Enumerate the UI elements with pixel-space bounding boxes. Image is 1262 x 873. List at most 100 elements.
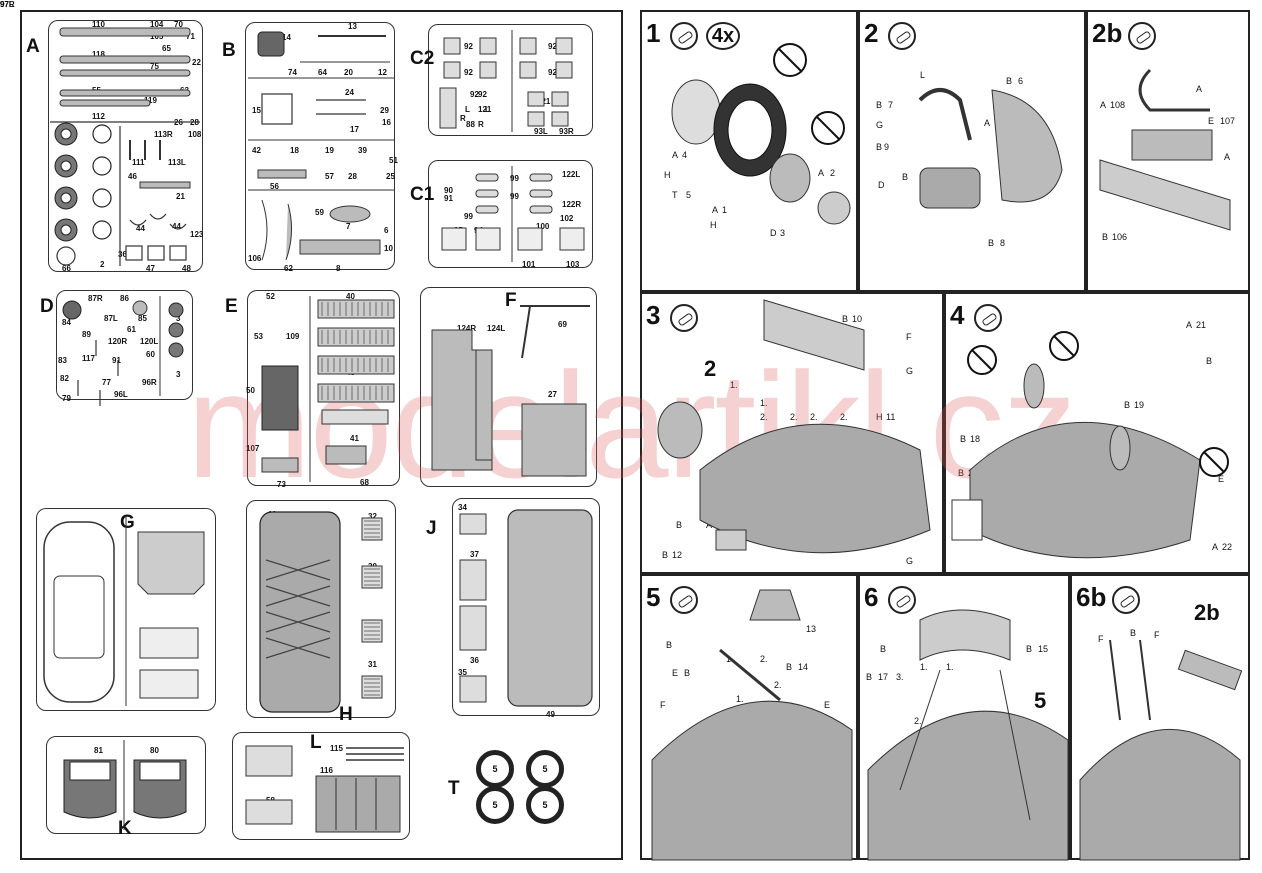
part-number-b-39: 39 [358, 146, 367, 155]
seat-part [261, 199, 268, 261]
wheel-part [168, 322, 184, 338]
step-6-number: 6 [864, 582, 879, 612]
callout-label: 2. [840, 412, 848, 422]
callout-label: H [876, 412, 883, 422]
part-number-e-41: 41 [350, 434, 359, 443]
no-glue-slash [815, 115, 841, 141]
grille-plate [763, 299, 865, 371]
hubcap-part [817, 191, 851, 225]
pipe-part [918, 88, 972, 141]
part-number-e-68: 68 [360, 478, 369, 487]
sprue-letter-h: H [339, 704, 353, 725]
grille-part [459, 605, 487, 651]
grille-part [317, 299, 395, 319]
part-number-a-112: 112 [92, 112, 105, 121]
guide-line [899, 669, 941, 791]
callout-label: L [920, 70, 926, 80]
part-number-b-8: 8 [336, 264, 341, 273]
sprue-letter-g: G [120, 512, 135, 533]
sprue-letter-f: F [505, 290, 517, 311]
window-part [519, 37, 537, 55]
part-number-d-87l: 87L [104, 314, 118, 323]
frame-part [919, 609, 1011, 661]
part-number-t-5: 5 [476, 786, 514, 824]
part-number-b-24: 24 [345, 88, 354, 97]
chassis-brace [265, 637, 331, 659]
callout-label: A [1186, 320, 1193, 330]
chassis-brace [265, 559, 331, 581]
part-number-a-66: 66 [62, 264, 71, 273]
panel-part [139, 627, 199, 659]
part-number-a-71: 71 [186, 32, 195, 41]
callout-label: 2. [914, 716, 922, 726]
part-number-a-110: 110 [92, 20, 105, 29]
part-number-d-120l: 120L [140, 337, 159, 346]
front-panel-part [137, 531, 205, 595]
part-number-t-5: 5 [476, 750, 514, 788]
callout-label: 1 [722, 205, 728, 215]
spring-part [149, 213, 167, 220]
part-number-e-50: 50 [246, 386, 255, 395]
callout-label: E [1218, 474, 1225, 484]
part-number-b-14: 14 [282, 33, 291, 42]
glue-icon [888, 22, 916, 50]
sprue-letter-l: L [310, 732, 322, 753]
callout-label: 22 [1222, 542, 1233, 552]
panel-part [245, 745, 293, 777]
part-number-c2-88: 88 [466, 120, 475, 129]
part-number-c2-92: 92 [548, 42, 557, 51]
step-3-number: 3 [646, 300, 661, 330]
callout-label: G [876, 120, 884, 130]
seat-part [285, 203, 292, 261]
callout-label: 1. [730, 380, 738, 390]
panel-part [459, 559, 487, 601]
callout-label: A [818, 168, 825, 178]
gear-part [62, 300, 82, 320]
part-number-j-35: 35 [458, 668, 467, 677]
callout-label: 2. [810, 412, 818, 422]
callout-label: 2. [760, 654, 768, 664]
rear-panel-part [521, 403, 587, 477]
callout-label: 6 [1018, 76, 1024, 86]
callout-label: 3 [780, 228, 786, 238]
hubcap-part [92, 220, 112, 240]
chassis-part [259, 511, 341, 713]
part-number-d-85: 85 [138, 314, 147, 323]
part-number-a-22: 22 [192, 58, 201, 67]
hubcap-part [92, 124, 112, 144]
part-number-c1-103: 103 [566, 260, 580, 269]
spring-part [129, 219, 147, 226]
sprue-letter-e: E [225, 296, 238, 317]
callout-label: 2. [760, 412, 768, 422]
part-number-e-52: 52 [266, 292, 275, 301]
part-number-e-53: 53 [254, 332, 263, 341]
callout-label: B [1124, 400, 1131, 410]
part-number-d-79: 79 [62, 394, 71, 403]
step-4-number: 4 [950, 300, 965, 330]
cargo-bed-part [315, 775, 401, 833]
callout-label: F [1098, 634, 1104, 644]
part-number-a-113r: 113R [154, 130, 173, 139]
part-number-b-15: 15 [252, 106, 261, 115]
part-number-e-109: 109 [286, 332, 300, 341]
repeat-count-badge: 4x [706, 22, 740, 50]
part-number-c1-91: 91 [444, 194, 453, 203]
callout-label: T [672, 190, 678, 200]
part-number-a-2: 2 [100, 260, 105, 269]
bumper-part [59, 69, 191, 77]
part-number-b-13: 13 [348, 22, 357, 31]
part-number-d-117: 117 [82, 354, 95, 363]
lens-part [527, 111, 545, 127]
floor-part [507, 509, 593, 707]
lens-part [551, 111, 569, 127]
step-1-panel [640, 10, 858, 292]
part-number-d-96r: 96R [142, 378, 157, 387]
side-panel-part [431, 329, 493, 471]
chassis-body [867, 710, 1069, 861]
part-number-b-106: 106 [248, 254, 262, 263]
part-number-c2-93l: 93L [534, 127, 548, 136]
part-number-d-91: 91 [112, 356, 121, 365]
rod-part [1109, 639, 1121, 721]
part-number-d-120r: 120R [108, 337, 128, 346]
part-number-c2-92: 92 [470, 90, 479, 99]
